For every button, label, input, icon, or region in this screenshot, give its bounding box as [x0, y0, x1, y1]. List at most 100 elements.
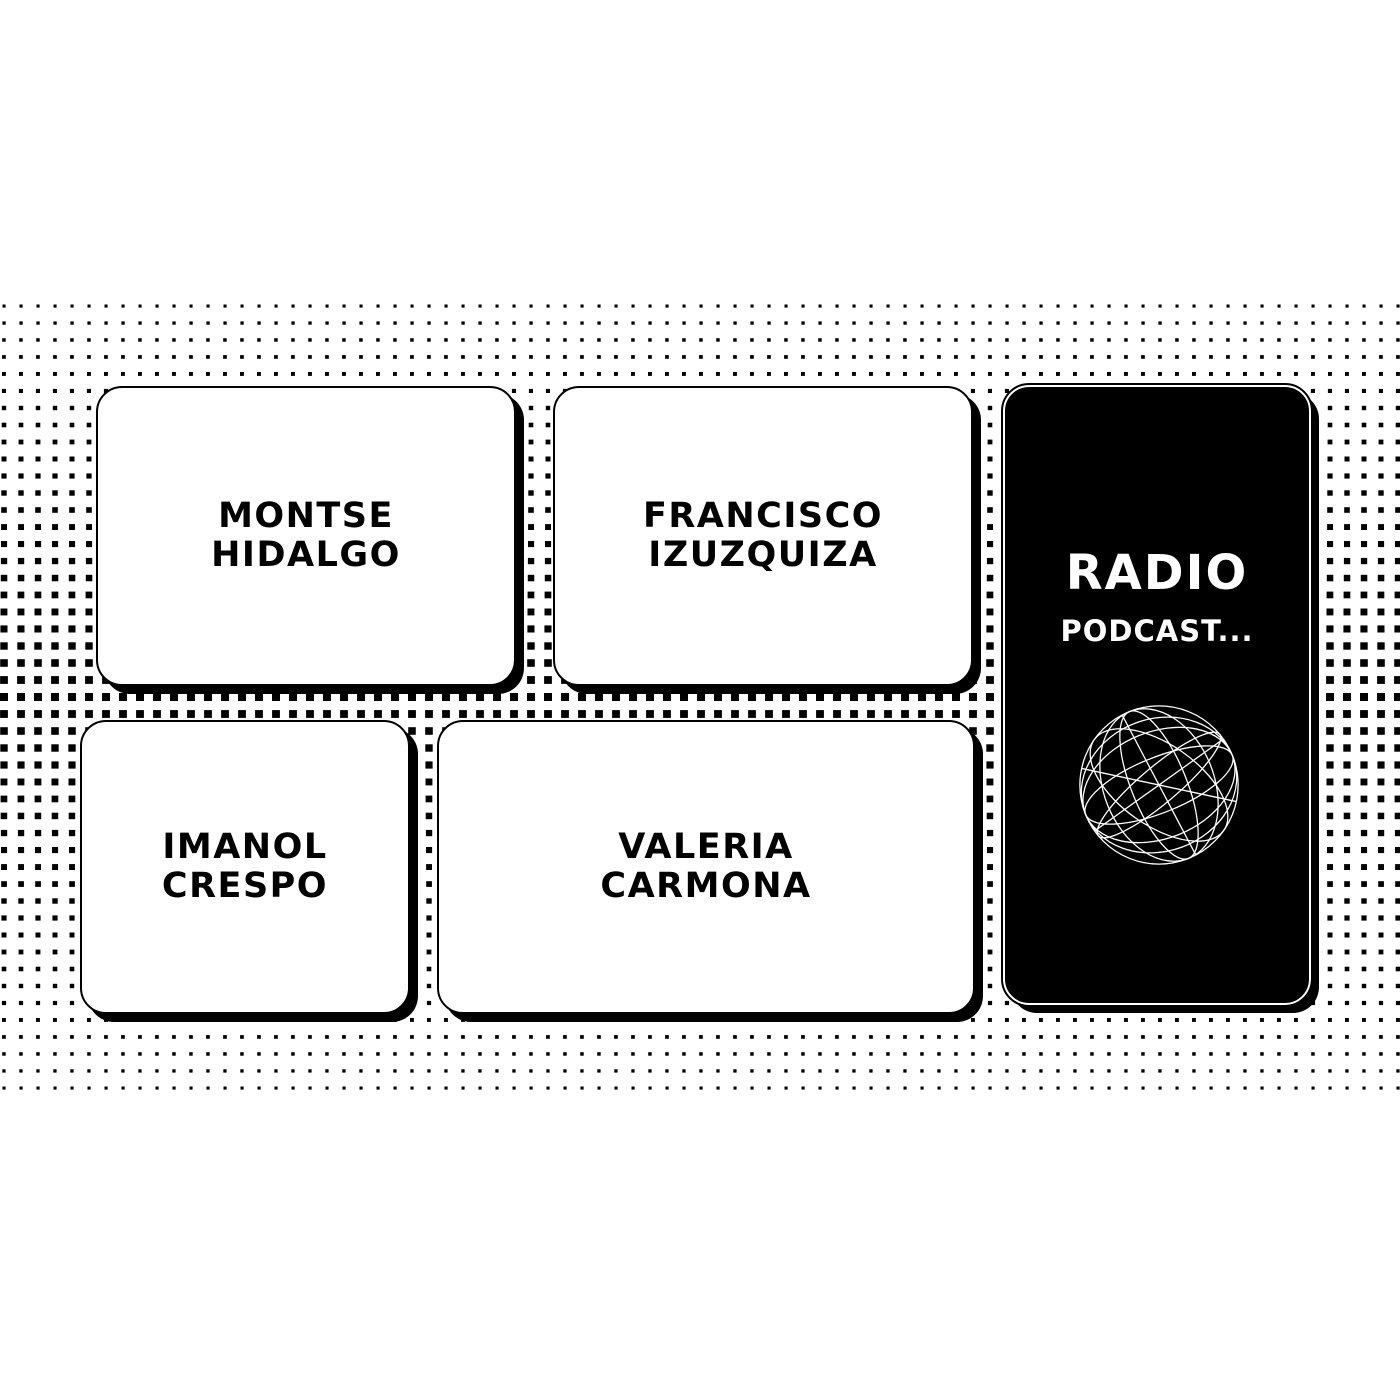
halftone-dot [104, 372, 108, 376]
halftone-dot [1379, 1052, 1383, 1056]
halftone-dot [1310, 405, 1316, 411]
halftone-dot [563, 304, 567, 308]
halftone-dot [1309, 693, 1317, 701]
halftone-dot [1327, 983, 1333, 989]
halftone-dot [1039, 304, 1043, 308]
halftone-dot [1377, 608, 1385, 616]
halftone-dot [731, 710, 739, 718]
halftone-dot [189, 1018, 193, 1022]
halftone-dot [2, 355, 6, 359]
halftone-dot [69, 456, 75, 462]
halftone-dot [1107, 321, 1111, 325]
halftone-dot [1124, 1052, 1128, 1056]
halftone-dot [17, 727, 25, 735]
halftone-dot [648, 1086, 652, 1090]
halftone-dot [206, 304, 210, 308]
halftone-dot [36, 1069, 40, 1073]
halftone-dot [1361, 439, 1367, 445]
halftone-dot [852, 304, 856, 308]
halftone-dot [988, 1035, 992, 1039]
halftone-dot [1379, 338, 1383, 342]
halftone-dot [545, 507, 551, 513]
halftone-dot [0, 761, 8, 769]
halftone-dot [527, 574, 535, 582]
halftone-dot [1022, 355, 1026, 359]
halftone-dot [1343, 608, 1351, 616]
halftone-dot [561, 710, 569, 718]
halftone-dot [86, 439, 92, 445]
halftone-dot [954, 1018, 958, 1022]
halftone-dot [1309, 795, 1317, 803]
halftone-dot [1345, 1086, 1349, 1090]
halftone-dot [425, 744, 433, 752]
halftone-dot [886, 1018, 890, 1022]
halftone-dot [1326, 557, 1334, 565]
halftone-dot [869, 1086, 873, 1090]
halftone-dot [291, 1018, 295, 1022]
halftone-dot [920, 1052, 924, 1056]
halftone-dot [852, 321, 856, 325]
halftone-dot [1073, 1018, 1077, 1022]
halftone-dot [444, 1018, 448, 1022]
halftone-dot [1277, 321, 1281, 325]
halftone-dot [971, 304, 975, 308]
halftone-dot [986, 727, 994, 735]
halftone-dot [867, 710, 875, 718]
halftone-dot [1328, 321, 1332, 325]
halftone-dot [1377, 642, 1385, 650]
halftone-dot [1226, 1086, 1230, 1090]
halftone-dot [1022, 1052, 1026, 1056]
halftone-dot [954, 321, 958, 325]
halftone-dot [35, 983, 41, 989]
halftone-dot [1326, 574, 1334, 582]
halftone-dot [1294, 372, 1298, 376]
halftone-dot [1378, 405, 1384, 411]
halftone-dot [1326, 659, 1334, 667]
halftone-dot [1326, 829, 1334, 837]
halftone-dot [1175, 304, 1179, 308]
halftone-dot [35, 456, 41, 462]
halftone-dot [121, 1035, 125, 1039]
halftone-dot [257, 372, 261, 376]
halftone-dot [87, 1035, 91, 1039]
halftone-dot [172, 372, 176, 376]
halftone-dot [580, 372, 584, 376]
halftone-dot [1377, 829, 1385, 837]
halftone-dot [18, 847, 25, 854]
halftone-dot [545, 490, 551, 496]
halftone-dot [648, 1052, 652, 1056]
halftone-dot [818, 338, 822, 342]
halftone-dot [87, 1018, 91, 1022]
halftone-dot [767, 338, 771, 342]
halftone-dot [1175, 372, 1179, 376]
halftone-dot [393, 338, 397, 342]
halftone-dot [1327, 932, 1333, 938]
halftone-dot [86, 473, 92, 479]
halftone-dot [35, 405, 41, 411]
halftone-dot [818, 355, 822, 359]
halftone-dot [1090, 1052, 1094, 1056]
halftone-dot [1378, 439, 1384, 445]
halftone-dot [852, 1035, 856, 1039]
halftone-dot [1395, 456, 1400, 462]
halftone-dot [1362, 1035, 1366, 1039]
halftone-dot [376, 1086, 380, 1090]
halftone-dot [1344, 490, 1350, 496]
halftone-dot [1073, 1052, 1077, 1056]
halftone-dot [767, 1052, 771, 1056]
halftone-dot [782, 693, 790, 701]
halftone-dot [801, 1052, 805, 1056]
halftone-dot [461, 321, 465, 325]
halftone-dot [459, 693, 467, 701]
halftone-dot [17, 710, 25, 718]
halftone-dot [53, 1018, 57, 1022]
halftone-dot [886, 1069, 890, 1073]
halftone-dot [1192, 1052, 1196, 1056]
halftone-dot [1395, 490, 1400, 496]
halftone-dot [172, 304, 176, 308]
halftone-dot [359, 1018, 363, 1022]
halftone-dot [1056, 321, 1060, 325]
halftone-dot [986, 744, 994, 752]
halftone-dot [1, 949, 7, 955]
halftone-dot [221, 693, 229, 701]
